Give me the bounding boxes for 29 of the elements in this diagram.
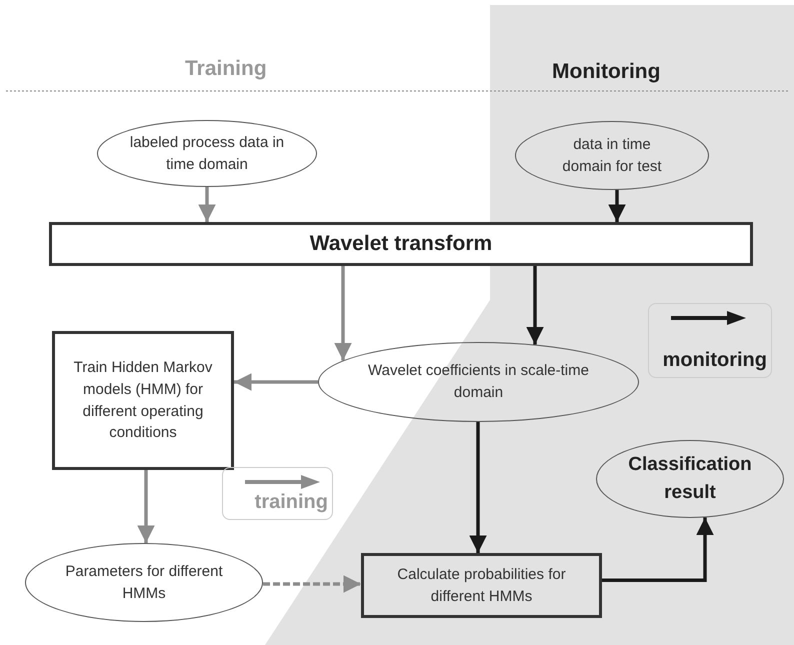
arrow: [602, 518, 714, 582]
node-text: Wavelet transform: [310, 230, 492, 257]
arrow: [469, 422, 487, 553]
section-heading: Monitoring: [552, 59, 660, 85]
node-text: Train Hidden Markov models (HMM) for different operating conditions: [72, 358, 214, 444]
legend-label: monitoring: [662, 348, 767, 373]
ellipse-node: [25, 543, 263, 622]
arrow: [608, 190, 626, 222]
section-heading: Training: [185, 56, 267, 82]
node-text: Parameters for different HMMs: [64, 562, 224, 604]
ellipse-node: [97, 120, 317, 187]
arrow: [198, 187, 216, 222]
node-text: labeled process data in time domain: [128, 132, 286, 174]
node-text: Wavelet coefficients in scale-time domain: [367, 361, 590, 403]
node-text: data in time domain for test: [561, 134, 663, 176]
arrow: [263, 575, 361, 593]
ellipse-node: [596, 440, 784, 518]
arrow: [137, 470, 155, 543]
arrow: [526, 266, 544, 345]
arrow: [334, 266, 352, 361]
node-text: Calculate probabilities for different HMMs: [396, 564, 567, 606]
ellipse-node: [515, 121, 709, 190]
arrow: [234, 373, 318, 391]
process-box: [49, 222, 753, 266]
legend-label: training: [254, 490, 328, 515]
ellipse-node: [318, 342, 639, 422]
node-text: Classification result: [627, 453, 753, 505]
process-box: [52, 331, 234, 470]
process-box: [361, 553, 602, 618]
